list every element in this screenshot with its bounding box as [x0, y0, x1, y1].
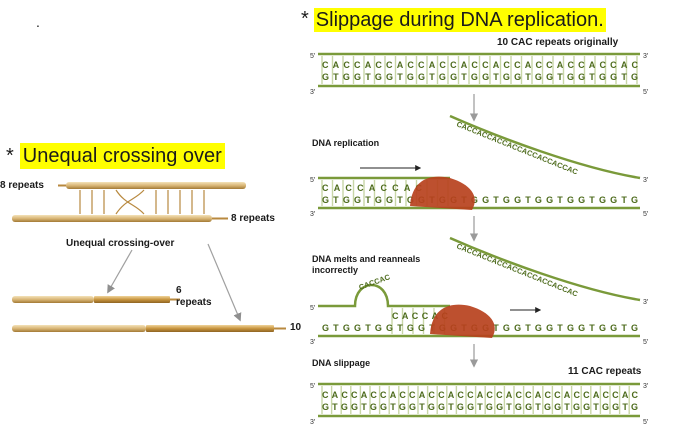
title-asterisk: *: [301, 8, 309, 30]
label-3-prime: 3′: [643, 53, 649, 60]
label-3-prime: 3′: [310, 419, 316, 426]
title-asterisk: *: [6, 144, 14, 167]
label-3-prime: 3′: [643, 177, 649, 184]
chromosome-top: [58, 182, 246, 189]
unequal-crossing-diagram: [12, 182, 286, 332]
label-8-repeats-top: 8 repeats: [0, 180, 44, 191]
label-incorrectly: incorrectly: [312, 265, 359, 275]
right-title: * Slippage during DNA replication.: [301, 8, 606, 32]
label-5-prime: 5′: [310, 383, 316, 390]
chromosome-product-10: [12, 325, 286, 332]
label-dna-melts: DNA melts and reanneals: [312, 254, 421, 264]
label-5-prime: 5′: [643, 211, 649, 218]
polymerase-2: [430, 304, 495, 338]
arrow-left-product: [107, 249, 133, 294]
duplex-replication: CACCACCAC GTGGTGGTGGTGGTGGTGGTGGTGGTGGTG…: [310, 114, 649, 218]
label-unequal-crossing-over: Unequal crossing-over: [66, 238, 175, 249]
bullet-dot: .: [36, 14, 40, 30]
polymerase-1: [410, 176, 475, 210]
title-unequal-crossing: Unequal crossing over: [19, 143, 225, 169]
seq-top-original: CACCACCACCACCACCACCACCACCACCAC: [322, 60, 639, 70]
seq-peel-strand: CACCACCACCACCACCACCACCAC: [455, 242, 579, 299]
seq-top-final: CACCACCACCACCACCACCACCACCACCACCAC: [322, 390, 639, 400]
label-3-prime: 3′: [310, 339, 316, 346]
title-slippage: Slippage during DNA replication.: [313, 8, 606, 32]
chromosome-product-6: [12, 296, 180, 303]
label-6: 6: [176, 285, 182, 296]
seq-new-strand: CACCACCAC: [322, 183, 423, 193]
seq-peel-strand: CACCACCACCACCACCACCACCAC: [455, 120, 579, 177]
duplex-original: CACCACCACCACCACCACCACCACCACCAC GTGGTGGTG…: [310, 52, 649, 96]
label-11-cac-repeats: 11 CAC repeats: [568, 366, 642, 377]
label-repeats: repeats: [176, 297, 212, 308]
duplex-final: CACCACCACCACCACCACCACCACCACCACCAC GTGGTG…: [310, 382, 649, 426]
label-dna-replication: DNA replication: [312, 138, 380, 148]
crossing-lines: [79, 189, 205, 215]
seq-loop: CACCAC: [358, 272, 392, 292]
label-5-prime: 5′: [643, 89, 649, 96]
seq-bottom-final: GTGGTGGTGGTGGTGGTGGTGGTGGTGGTGGTG: [322, 402, 638, 412]
label-5-prime: 5′: [310, 53, 316, 60]
label-5-prime: 5′: [310, 177, 316, 184]
label-5-prime: 5′: [643, 419, 649, 426]
arrow-right-product: [207, 243, 242, 322]
label-5-prime: 5′: [310, 305, 316, 312]
label-3-prime: 3′: [310, 89, 316, 96]
slippage-diagram: CACCACCACCACCACCACCACCACCACCAC GTGGTGGTG…: [310, 52, 649, 426]
chromosome-bottom: [12, 215, 228, 222]
label-3-prime: 3′: [310, 211, 316, 218]
label-3-prime: 3′: [643, 299, 649, 306]
label-5-prime: 5′: [643, 339, 649, 346]
label-3-prime: 3′: [643, 383, 649, 390]
left-title: * Unequal crossing over: [6, 143, 225, 169]
seq-template: GTGGTGGTGGTGGTGGTGGTGGTGGTGGTG: [322, 195, 638, 205]
label-8-repeats-bottom: 8 repeats: [231, 213, 275, 224]
label-dna-slippage: DNA slippage: [312, 358, 371, 368]
label-10: 10: [290, 322, 302, 333]
label-10-cac-original: 10 CAC repeats originally: [497, 37, 619, 48]
